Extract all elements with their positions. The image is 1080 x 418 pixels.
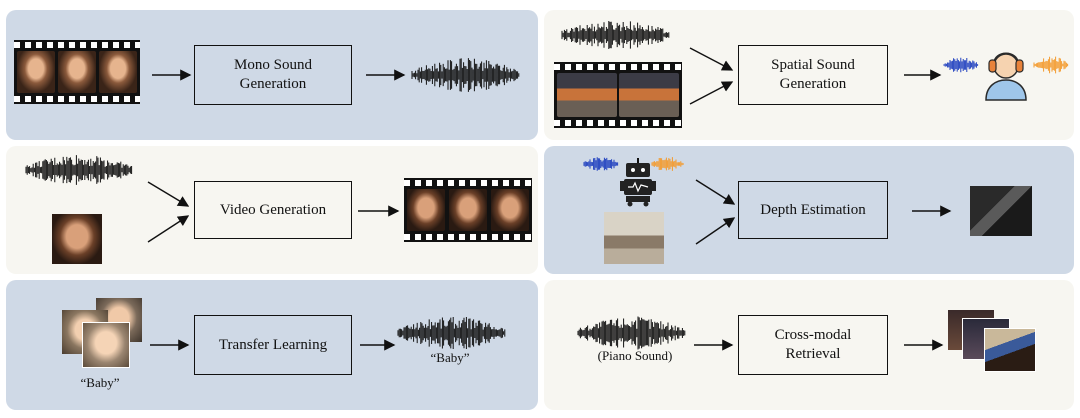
waveform-path	[1033, 56, 1069, 74]
waveform-path	[561, 21, 670, 49]
waveform-path	[583, 157, 619, 171]
arrow-depth-in-1	[695, 179, 736, 205]
cross-modal-retrieval-box: Cross-modal Retrieval	[738, 315, 888, 375]
orange-audio-waveform	[1033, 56, 1069, 74]
piano-input-waveform	[577, 316, 686, 350]
face-photo-input	[52, 214, 102, 264]
transfer-output-waveform	[397, 317, 506, 349]
film-strip-spatial-input	[554, 62, 682, 128]
arrow-spatial-in-2	[689, 81, 734, 105]
arrow-spatial-in-1	[689, 47, 734, 71]
waveform-path	[411, 58, 520, 92]
transfer-output-label: “Baby”	[430, 350, 470, 365]
piano-sound-label: (Piano Sound)	[597, 348, 673, 363]
depth-estimation-box: Depth Estimation	[738, 181, 888, 239]
arrow-video-in-2	[147, 215, 190, 243]
transfer-learning-box: Transfer Learning	[194, 315, 352, 375]
transfer-input-label: “Baby”	[80, 375, 120, 390]
mono-output-waveform	[411, 58, 520, 92]
arrow-video-in-1	[147, 181, 190, 207]
piano-photo-1	[984, 328, 1036, 372]
mono-sound-generation-box: Mono Sound Generation	[194, 45, 352, 105]
waveform-path	[25, 155, 133, 185]
robot-orange-waveform	[651, 157, 684, 171]
depth-map-output	[970, 186, 1032, 236]
video-input-waveform	[25, 155, 133, 185]
robot-blue-waveform	[583, 157, 619, 171]
waveform-path	[651, 157, 684, 171]
robot-icon	[620, 158, 656, 207]
film-strip-mono-input	[14, 40, 140, 104]
video-generation-box: Video Generation	[194, 181, 352, 239]
mono-input-waveform	[561, 21, 670, 49]
blue-audio-waveform	[943, 57, 979, 73]
waveform-path	[943, 57, 979, 73]
room-photo-input	[604, 212, 664, 264]
waveform-path	[577, 316, 686, 350]
person-headphones-icon	[985, 52, 1027, 101]
arrow-depth-in-2	[695, 217, 736, 245]
film-strip-video-output	[404, 178, 532, 242]
baby-photo-1	[82, 322, 130, 368]
waveform-path	[397, 317, 506, 349]
spatial-sound-generation-box: Spatial Sound Generation	[738, 45, 888, 105]
